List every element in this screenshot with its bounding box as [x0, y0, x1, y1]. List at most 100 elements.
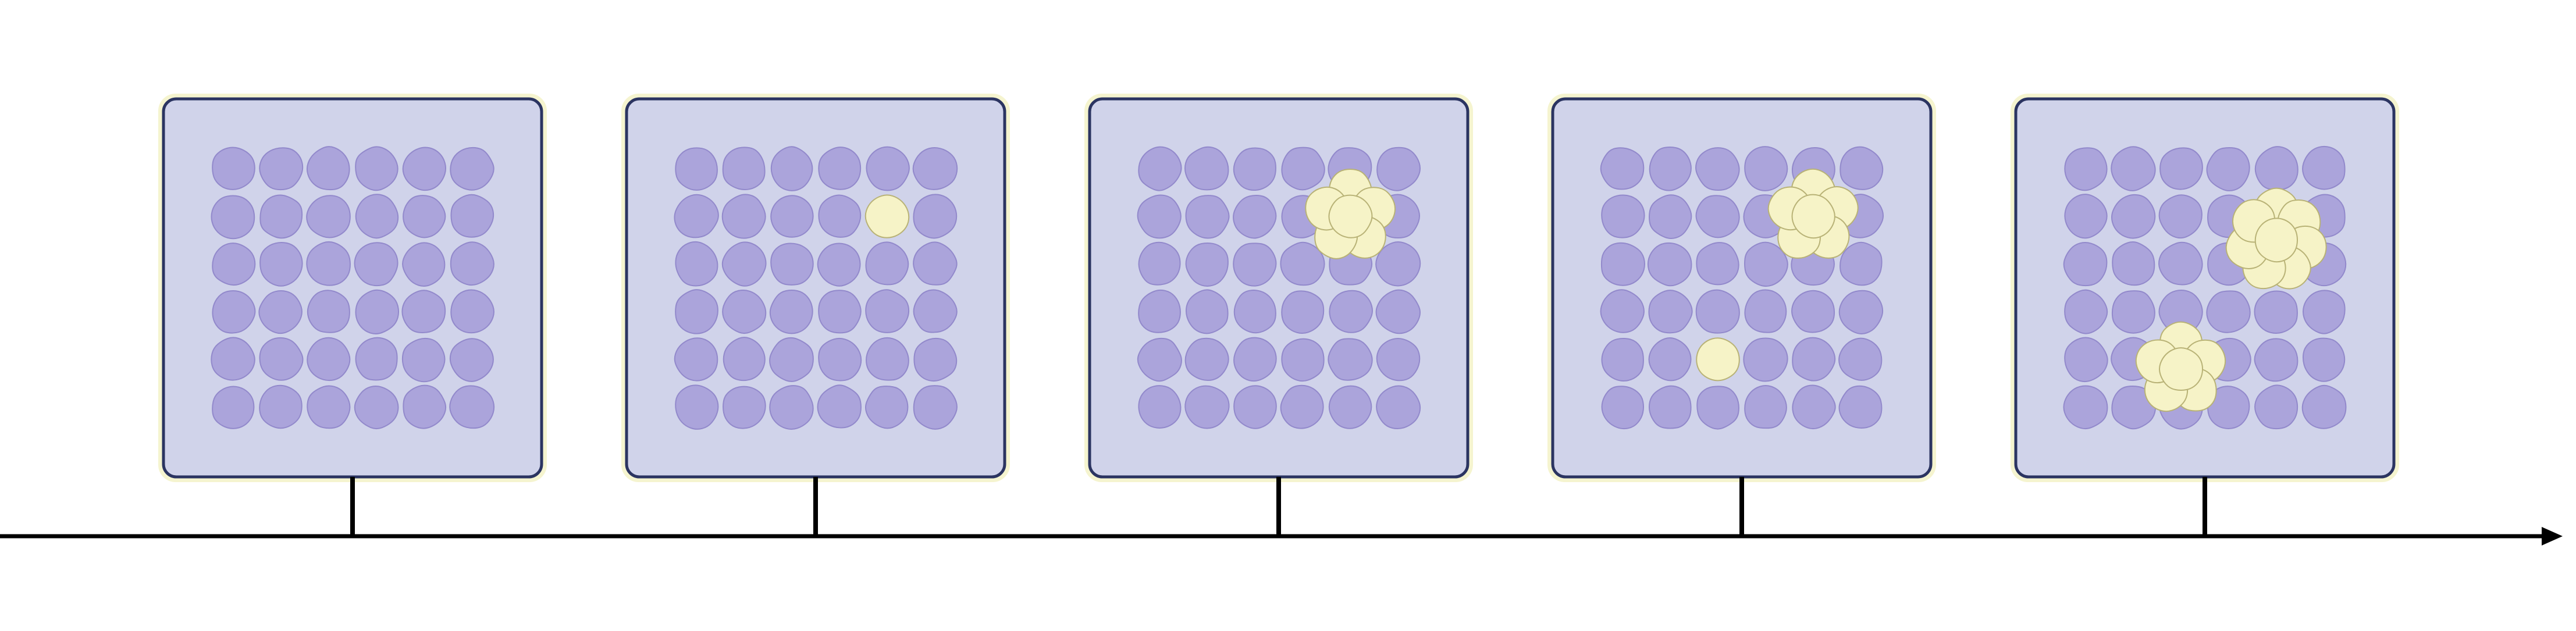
normal-cell: [1328, 338, 1373, 381]
normal-cell: [1648, 385, 1692, 429]
normal-cell: [2064, 194, 2108, 239]
timeline-axis: [0, 477, 2563, 546]
normal-cell: [211, 195, 255, 240]
normal-cell: [1138, 146, 1182, 191]
normal-cell: [818, 147, 862, 190]
normal-cell: [1744, 146, 1788, 191]
normal-cell: [864, 386, 909, 429]
normal-cell: [1695, 147, 1740, 191]
normal-cell: [1600, 289, 1645, 333]
normal-cell: [721, 241, 767, 287]
normal-cell: [817, 384, 862, 429]
normal-cell: [1233, 385, 1277, 429]
normal-cell: [769, 385, 814, 430]
normal-cell: [450, 289, 494, 334]
normal-cell: [1838, 290, 1884, 334]
normal-cell: [2158, 290, 2203, 335]
normal-cell: [1184, 337, 1229, 382]
normal-cell: [354, 242, 399, 287]
normal-cell: [1281, 147, 1325, 191]
cell-grid: [1600, 146, 1884, 430]
normal-cell: [1648, 290, 1693, 334]
normal-cell: [1137, 337, 1182, 382]
normal-cell: [1792, 384, 1836, 430]
normal-cell: [450, 241, 494, 286]
normal-cell: [2254, 384, 2299, 430]
normal-cell: [2111, 146, 2156, 191]
normal-cell: [1649, 147, 1692, 191]
normal-cell: [1696, 386, 1739, 430]
normal-cell: [403, 195, 446, 238]
normal-cell: [1328, 385, 1372, 429]
normal-cell: [722, 290, 767, 334]
normal-cell: [770, 243, 814, 286]
normal-cell: [1601, 194, 1645, 238]
normal-cell: [401, 290, 446, 333]
normal-cell: [212, 386, 255, 429]
normal-cell: [1744, 241, 1788, 287]
normal-cell: [355, 194, 399, 239]
normal-cell: [1138, 241, 1181, 286]
normal-cell: [1695, 289, 1740, 334]
normal-cell: [2302, 290, 2346, 334]
normal-cell: [211, 337, 255, 381]
normal-cell: [306, 241, 351, 286]
normal-cell: [770, 195, 814, 238]
normal-cell: [355, 337, 398, 381]
normal-cell: [866, 337, 909, 381]
normal-cell: [1233, 147, 1276, 191]
normal-cell: [1601, 386, 1645, 430]
normal-cell: [2206, 147, 2250, 191]
normal-cell: [674, 194, 719, 238]
normal-cell: [1792, 337, 1836, 382]
altered-cell-cluster-2: [2135, 321, 2226, 412]
stage-panel-4: [1547, 94, 1936, 482]
normal-cell: [675, 147, 718, 191]
normal-cell: [1375, 241, 1421, 287]
normal-cell: [401, 337, 446, 383]
normal-cell: [817, 243, 861, 287]
normal-cell: [913, 385, 958, 430]
normal-cell: [1375, 289, 1421, 334]
normal-cell: [402, 147, 447, 191]
altered-cell: [2158, 347, 2204, 391]
normal-cell: [1600, 147, 1645, 190]
normal-cell: [1376, 385, 1421, 430]
altered-cell: [1791, 194, 1835, 239]
normal-cell: [913, 289, 958, 333]
normal-cell: [2111, 290, 2155, 334]
stage-panel-5: [2011, 94, 2399, 482]
cell-grid: [211, 146, 495, 430]
normal-cell: [1840, 146, 1884, 190]
normal-cell: [2301, 384, 2347, 429]
normal-cell: [2064, 147, 2108, 191]
normal-cell: [1281, 290, 1325, 334]
normal-cell: [1329, 290, 1373, 333]
normal-cell: [2302, 337, 2346, 382]
normal-cell: [1649, 194, 1692, 239]
normal-cell: [212, 243, 256, 286]
normal-cell: [1647, 242, 1692, 287]
normal-cell: [2254, 338, 2299, 382]
normal-cell: [912, 147, 958, 190]
normal-cell: [913, 194, 958, 239]
normal-cell: [1376, 147, 1421, 191]
normal-cell: [1185, 243, 1229, 287]
cell-grid: [1137, 146, 1421, 430]
normal-cell: [449, 338, 494, 382]
normal-cell: [723, 386, 766, 429]
normal-cell: [2111, 194, 2156, 239]
axis-arrowhead: [2542, 527, 2563, 546]
normal-cell: [259, 242, 303, 287]
normal-cell: [1838, 385, 1883, 429]
normal-cell: [913, 241, 958, 286]
normal-cell: [2063, 385, 2108, 430]
normal-cell: [1281, 338, 1325, 382]
stage-panel-2: [621, 94, 1010, 482]
normal-cell: [675, 289, 718, 334]
normal-cell: [2063, 242, 2108, 287]
normal-cell: [355, 146, 399, 191]
normal-cell: [1138, 289, 1181, 333]
altered-cell: [1696, 337, 1740, 382]
normal-cell: [1744, 385, 1787, 429]
